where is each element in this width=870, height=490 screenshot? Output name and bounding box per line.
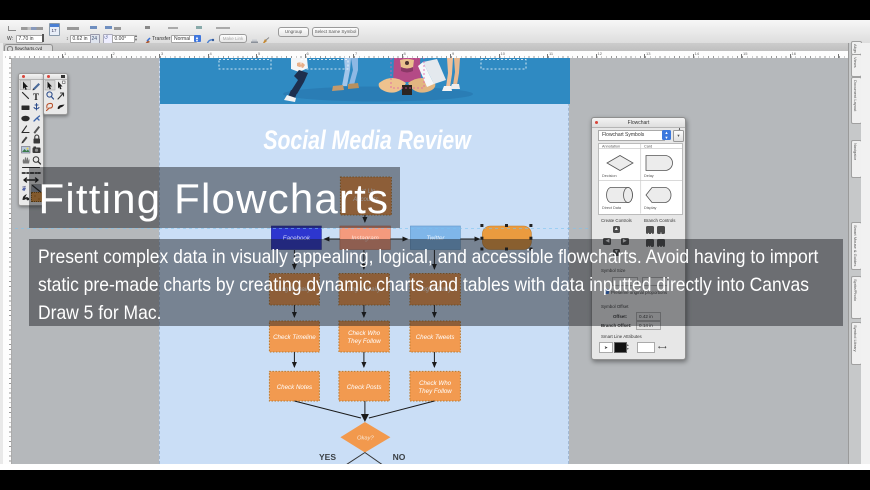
svg-text:They Follow: They Follow <box>418 388 452 395</box>
svg-text:Check Posts: Check Posts <box>346 384 381 391</box>
svg-text:Accounts: Accounts <box>352 196 378 203</box>
svg-text:Direct Data: Direct Data <box>602 206 622 210</box>
svg-text:Log In Daily: Log In Daily <box>347 286 381 293</box>
svg-text:They Follow: They Follow <box>347 338 381 345</box>
svg-text:T: T <box>33 92 39 102</box>
svg-text:Log In Daily: Log In Daily <box>278 286 312 293</box>
svg-text:Check Who: Check Who <box>348 330 381 337</box>
svg-text:Check Who: Check Who <box>419 380 452 387</box>
svg-text:Facebook: Facebook <box>282 235 310 242</box>
svg-text:Check Tweets: Check Tweets <box>415 334 454 341</box>
svg-text:YES: YES <box>319 452 336 462</box>
svg-text:Okay?: Okay? <box>357 436 375 442</box>
svg-text:Annotation: Annotation <box>602 145 620 149</box>
svg-text:Display: Display <box>644 206 657 210</box>
svg-text:Card: Card <box>644 145 652 149</box>
svg-text:Log In Daily: Log In Daily <box>418 286 452 293</box>
svg-text:Check Timeline: Check Timeline <box>273 334 316 341</box>
svg-text:NO: NO <box>392 452 405 462</box>
svg-text:Delay: Delay <box>644 174 654 178</box>
svg-text:Instagram: Instagram <box>351 235 379 242</box>
svg-text:Twitter: Twitter <box>426 235 445 242</box>
svg-text:Check Notes: Check Notes <box>276 384 311 391</box>
svg-text:Set Up: Set Up <box>356 188 375 195</box>
svg-text:Decision: Decision <box>602 174 617 178</box>
